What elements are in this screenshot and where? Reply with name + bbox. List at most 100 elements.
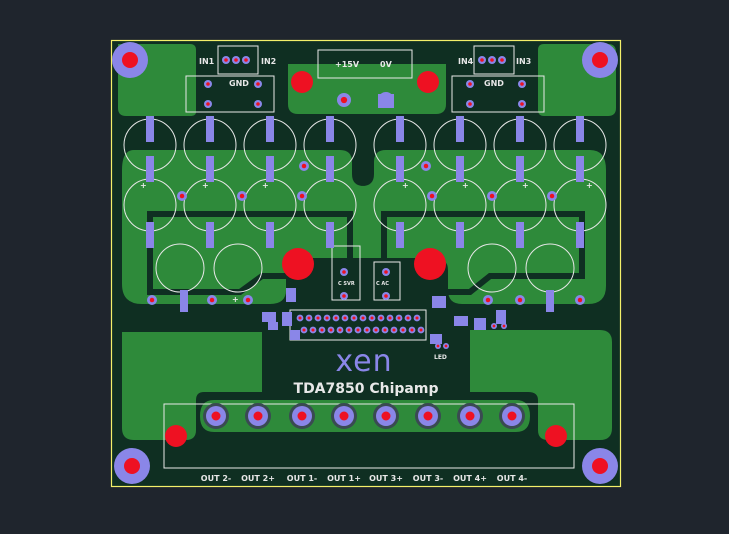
cap-low-via-6 (575, 295, 585, 305)
output-labels: OUT 2-OUT 2+OUT 1-OUT 1+OUT 3+OUT 3-OUT … (201, 474, 527, 483)
csvr-pin-2-hole (342, 294, 346, 298)
mount-hole-2 (592, 52, 608, 68)
output-terminal-4 (334, 406, 354, 426)
chip-pin-top-3 (314, 314, 322, 322)
output-terminal-2 (248, 406, 268, 426)
chip-pin-bot-10 (381, 326, 389, 334)
board-title: TDA7850 Chipamp (294, 381, 439, 397)
cap-via-5 (487, 191, 497, 201)
led-pin-2 (443, 343, 449, 349)
copper-main (122, 150, 606, 304)
output-terminal-8-hole (507, 411, 517, 421)
cap-low-outline-2 (213, 243, 263, 293)
polarity-marks: ++++++++ (140, 181, 593, 304)
input-right-pin-1-hole (480, 58, 484, 62)
plus-mark-3: + (262, 181, 269, 190)
chip-pin-bot-9-hole (374, 328, 378, 332)
smd-right-2 (454, 316, 468, 326)
csvr-pin-1 (340, 268, 348, 276)
cap-bar-mid-1 (206, 156, 214, 182)
label-csvr: C SVR (338, 281, 355, 287)
in-left-d-hole (256, 102, 260, 106)
cap-low-via-5-hole (517, 297, 523, 303)
chip-pin-bot-1 (300, 326, 308, 334)
chip-pin-top-4-hole (325, 316, 329, 320)
cap-low-via-1 (147, 295, 157, 305)
output-terminal-5-hole (381, 411, 391, 421)
chip-pin-top-1-hole (298, 316, 302, 320)
led-pin-1-hole (436, 344, 440, 348)
cap-bar-low-4 (396, 222, 404, 248)
copper-bottom-right (470, 330, 612, 440)
smd-via-2-hole (502, 324, 506, 328)
chip-pin-top-2-hole (307, 316, 311, 320)
cap-low-via-4 (483, 295, 493, 305)
chip-pin-top-5 (332, 314, 340, 322)
input-left-pin-1-hole (224, 58, 228, 62)
smd-left-3 (268, 322, 278, 330)
plus-mark-1: + (140, 181, 147, 190)
left-input-connector (217, 45, 259, 75)
cap-via-3-hole (299, 193, 305, 199)
cap-via-1 (177, 191, 187, 201)
chip-pin-top-9-hole (370, 316, 374, 320)
label-in4: IN4 (458, 57, 474, 66)
power-via-1 (337, 93, 351, 107)
in-left-b (204, 100, 212, 108)
smd-right-1 (432, 296, 446, 308)
chip-pin-bot-13 (408, 326, 416, 334)
cap-via-5-hole (489, 193, 495, 199)
chip-pin-top-5-hole (334, 316, 338, 320)
cap-via-top-1 (299, 161, 309, 171)
output-label-4: OUT 1+ (327, 474, 361, 483)
in-left-c (254, 80, 262, 88)
label-led: LED (434, 354, 447, 361)
plus-mark-4: + (402, 181, 409, 190)
in-right-b (466, 100, 474, 108)
in-right-d (518, 100, 526, 108)
chip-pin-bot-2 (309, 326, 317, 334)
input-right-pin-3-hole (500, 58, 504, 62)
plus-mark-5: + (462, 181, 469, 190)
power-via-1-hole (340, 96, 348, 104)
cap-via-2-hole (239, 193, 245, 199)
chip-pin-top-13-hole (406, 316, 410, 320)
chip-pin-top-3-hole (316, 316, 320, 320)
output-terminal-8 (502, 406, 522, 426)
output-label-7: OUT 4+ (453, 474, 487, 483)
cap-low-via-4-hole (485, 297, 491, 303)
chip-pin-top-7 (350, 314, 358, 322)
right-input-connector (473, 45, 515, 75)
cap-low-via-2 (207, 295, 217, 305)
mount-hole-1 (122, 52, 138, 68)
isolation-tracks (147, 211, 585, 295)
label-plus15v: +15V (335, 60, 360, 69)
cap-via-4-hole (429, 193, 435, 199)
cap-bar-mid-5 (456, 156, 464, 182)
label-in3: IN3 (516, 57, 531, 66)
chip-pin-top-11 (386, 314, 394, 322)
cap-bar-top-6 (516, 116, 524, 142)
chip-pin-bot-12-hole (401, 328, 405, 332)
cap-bar-low-0 (146, 222, 154, 248)
cap-low-via-2-hole (209, 297, 215, 303)
cap-low-via-3 (243, 295, 253, 305)
output-mount-right (545, 425, 567, 447)
cap-via-6-hole (549, 193, 555, 199)
output-label-6: OUT 3- (413, 474, 443, 483)
chip-pin-top-8 (359, 314, 367, 322)
cap-bar-top-5 (456, 116, 464, 142)
input-left-pin-1 (222, 56, 230, 64)
chip-pin-bot-7-hole (356, 328, 360, 332)
cap-low-via-5 (515, 295, 525, 305)
in-right-b-hole (468, 102, 472, 106)
cac-pin-1-hole (384, 270, 388, 274)
smd-right-5 (430, 334, 442, 344)
label-gnd-left: GND (229, 79, 249, 88)
chip-pin-bot-6-hole (347, 328, 351, 332)
in-right-d-hole (520, 102, 524, 106)
chip-pin-top-1 (296, 314, 304, 322)
plus-mark-6: + (522, 181, 529, 190)
cap-bar-top-2 (266, 116, 274, 142)
chip-pin-bot-5 (336, 326, 344, 334)
